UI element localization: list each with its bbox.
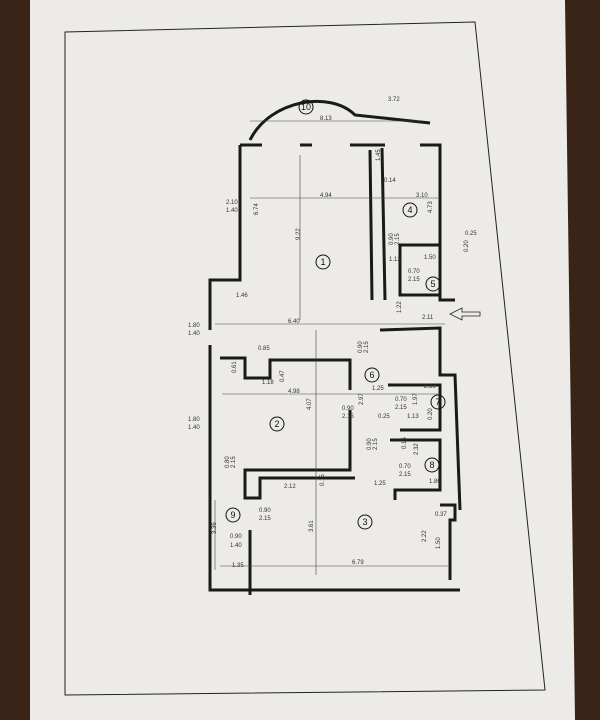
- dimension-d498: 4.98: [288, 389, 300, 395]
- room-7: 7: [430, 394, 446, 410]
- dimension-d113: 1.13: [407, 414, 419, 420]
- room-10-number: 10: [301, 102, 311, 112]
- room-9-number: 9: [230, 510, 235, 520]
- dimension-d020a: 0.20: [464, 240, 470, 252]
- dimension-d236: 2.36: [424, 384, 436, 390]
- room-1: 1: [315, 254, 331, 270]
- dimension-d135: 1.35: [232, 563, 244, 569]
- dimension-door4a: 0.90: [389, 233, 395, 245]
- room-9: 9: [225, 507, 241, 523]
- dimension-w2b: 1.40: [188, 331, 200, 337]
- dimension-d473: 4.73: [428, 201, 434, 213]
- dimension-d297: 2.97: [359, 393, 365, 405]
- dimension-lines: [214, 120, 450, 575]
- room-3: 3: [357, 514, 373, 530]
- dimension-w4a: 0.90: [230, 534, 242, 540]
- entrance-arrow-icon: [449, 307, 481, 321]
- room-10: 10: [298, 99, 314, 115]
- dimension-d122: 1.22: [397, 301, 403, 313]
- dimension-door7b: 2.15: [395, 405, 407, 411]
- dimension-d150b: 1.50: [436, 537, 442, 549]
- dimension-door9cb: 2.15: [259, 516, 271, 522]
- dimension-w3b: 1.40: [188, 425, 200, 431]
- dimension-d679: 6.79: [352, 560, 364, 566]
- dimension-door9a: 0.80: [225, 456, 231, 468]
- dimension-d232: 2.32: [414, 443, 420, 455]
- dimension-d674: 6.74: [254, 203, 260, 215]
- dimension-w1a: 2.10: [226, 200, 238, 206]
- dimension-labels: 3.72 8.13 2.10 1.40 4.94 3.10 9.22 6.74 4.73 1.46…: [188, 97, 477, 569]
- dimension-d061: 0.61: [232, 361, 238, 373]
- room-1-number: 1: [320, 257, 325, 267]
- dimension-d336: 3.36: [212, 522, 218, 534]
- dimension-w1b: 1.40: [226, 208, 238, 214]
- dimension-d118: 1.18: [262, 380, 274, 386]
- dimension-d015a: 0.15: [402, 437, 408, 449]
- dimension-door2a: 0.90: [342, 406, 354, 412]
- dimension-w2a: 1.80: [188, 323, 200, 329]
- room-4: 4: [402, 202, 418, 218]
- dimension-d211: 2.11: [422, 315, 434, 321]
- dimension-d310: 3.10: [416, 193, 428, 199]
- dimension-d037: 0.37: [435, 512, 447, 518]
- dimension-d112: 1.12: [389, 257, 401, 263]
- dimension-door5a: 0.70: [408, 269, 420, 275]
- dimension-door7a: 0.70: [395, 397, 407, 403]
- dimension-d146: 1.46: [236, 293, 248, 299]
- room-8: 8: [424, 457, 440, 473]
- room-3-number: 3: [362, 517, 367, 527]
- room-6-number: 6: [369, 370, 374, 380]
- room-6: 6: [364, 367, 380, 383]
- room-4-number: 4: [407, 205, 412, 215]
- dimension-d047: 0.47: [280, 370, 286, 382]
- dimension-door4b: 2.15: [395, 233, 401, 245]
- dimension-d125b: 1.25: [374, 481, 386, 487]
- dimension-d145: 1.45: [376, 149, 382, 161]
- dimension-d125a: 1.25: [372, 386, 384, 392]
- room-7-number: 7: [435, 397, 440, 407]
- room-2: 2: [269, 416, 285, 432]
- room-2-number: 2: [274, 419, 279, 429]
- dimension-d212: 2.12: [284, 484, 296, 490]
- dimension-door8b: 2.15: [399, 472, 411, 478]
- dimension-door3b: 2.15: [373, 438, 379, 450]
- room-5-number: 5: [430, 279, 435, 289]
- dimension-door2b: 2.15: [342, 414, 354, 420]
- dimension-door9ca: 0.90: [259, 508, 271, 514]
- dimension-door3a: 0.90: [367, 438, 373, 450]
- dimension-d014: 0.14: [384, 178, 396, 184]
- room-labels: 1 2 3 4 5 6 7 8 9 10: [225, 99, 446, 530]
- dimension-d150a: 1.50: [424, 255, 436, 261]
- room-8-number: 8: [429, 460, 434, 470]
- dimension-d020b: 0.20: [428, 408, 434, 420]
- dimension-w3a: 1.80: [188, 417, 200, 423]
- dimension-d222: 2.22: [422, 530, 428, 542]
- dimension-d640: 6.40: [288, 319, 300, 325]
- dimension-d025b: 0.25: [378, 414, 390, 420]
- page-border: [64, 21, 546, 696]
- dimension-d407: 4.07: [307, 398, 313, 410]
- room-5: 5: [425, 276, 441, 292]
- dimension-d813: 8.13: [320, 116, 332, 122]
- dimension-door8a: 0.70: [399, 464, 411, 470]
- dimension-door6a: 0.90: [358, 341, 364, 353]
- dimension-d025a: 0.25: [465, 231, 477, 237]
- dimension-d361: 3.61: [309, 520, 315, 532]
- dimension-w4b: 1.40: [230, 543, 242, 549]
- dimension-d186: 1.86: [429, 479, 441, 485]
- dimension-door9b: 2.15: [231, 456, 237, 468]
- dimension-d372: 3.72: [388, 97, 400, 103]
- walls: [208, 99, 462, 595]
- dimension-d015b: 0.15: [320, 474, 326, 486]
- dimension-d494: 4.94: [320, 193, 332, 199]
- dimension-d922: 9.22: [296, 228, 302, 240]
- dimension-d197: 1.97: [413, 393, 419, 405]
- dimension-door5b: 2.15: [408, 277, 420, 283]
- dimension-d085: 0.85: [258, 346, 270, 352]
- dimension-door6b: 2.15: [364, 341, 370, 353]
